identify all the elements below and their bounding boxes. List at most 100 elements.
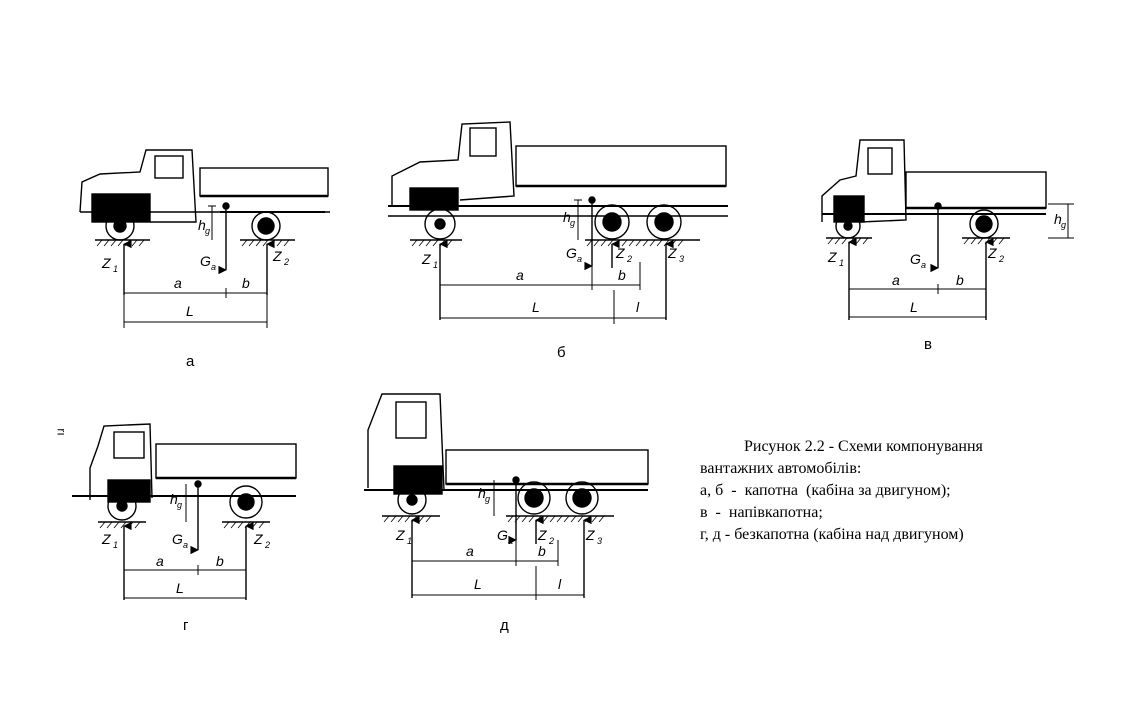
panel-v <box>821 139 1074 320</box>
svg-text:2: 2 <box>998 254 1004 264</box>
truck-g-bed <box>155 443 297 479</box>
svg-text:g: g <box>1061 220 1066 230</box>
wheel-rear-2 <box>565 481 599 515</box>
panel-g-labels: Z 1 G a Z 2 h g a b L г <box>101 491 270 634</box>
L-label: L <box>176 580 184 596</box>
panel-v-letter: в <box>924 336 932 353</box>
caption-line-2: вантажних автомобілів: <box>700 460 862 477</box>
panel-v-labels: Z 1 G a Z 2 h g a b L в <box>827 211 1066 353</box>
z2-label: Z <box>537 527 547 543</box>
wheel-rear-2 <box>646 204 682 240</box>
svg-text:1: 1 <box>407 536 412 546</box>
b-label: b <box>242 275 250 291</box>
panel-d <box>364 393 649 600</box>
L-label: L <box>474 576 482 592</box>
b-label: b <box>956 272 964 288</box>
panel-g-letter: г <box>183 617 189 634</box>
caption-line-4: в - напівкапотна; <box>700 504 823 521</box>
truck-a-bed <box>199 167 329 197</box>
stray-mark: rı <box>54 428 69 436</box>
a-label: a <box>892 272 900 288</box>
g-label: G <box>566 245 577 261</box>
wheel-front <box>105 211 135 241</box>
z1-label: Z <box>827 249 837 265</box>
panel-b <box>388 121 728 324</box>
b-label: b <box>216 553 224 569</box>
truck-v-cab-window <box>867 147 893 175</box>
a-label: a <box>516 267 524 283</box>
z2-label: Z <box>615 245 625 261</box>
svg-text:2: 2 <box>283 257 289 267</box>
h-label: h <box>198 217 206 233</box>
svg-text:a: a <box>211 262 216 272</box>
svg-text:1: 1 <box>433 260 438 270</box>
ground-rear <box>506 515 614 523</box>
g-label: G <box>200 253 211 269</box>
wheel-front <box>107 491 137 521</box>
svg-text:1: 1 <box>113 264 118 274</box>
svg-text:3: 3 <box>679 254 684 264</box>
l-label: l <box>558 576 562 592</box>
ground-front <box>382 515 440 523</box>
wheel-rear <box>251 211 281 241</box>
z1-label: Z <box>395 527 405 543</box>
wheel-front <box>424 208 456 240</box>
svg-text:g: g <box>485 494 490 504</box>
z2-label: Z <box>272 248 282 264</box>
panel-d-letter: д <box>500 617 509 634</box>
wheel-rear <box>229 485 263 519</box>
z3-label: Z <box>585 527 595 543</box>
wheel-front <box>397 485 427 515</box>
svg-text:a: a <box>577 254 582 264</box>
wheel-rear <box>969 209 999 239</box>
svg-text:2: 2 <box>548 536 554 546</box>
truck-b-body <box>391 121 515 206</box>
figure-caption: Рисунок 2.2 - Схеми компонування вантажн… <box>700 436 1120 546</box>
g-label: G <box>497 527 508 543</box>
L-label: L <box>532 299 540 315</box>
z1-label: Z <box>101 531 111 547</box>
truck-a-engine <box>91 193 151 223</box>
h-label: h <box>478 485 486 501</box>
svg-text:g: g <box>205 226 210 236</box>
z2-label: Z <box>987 245 997 261</box>
truck-a-cab-window <box>154 155 184 179</box>
svg-text:2: 2 <box>626 254 632 264</box>
a-label: a <box>466 543 474 559</box>
svg-text:2: 2 <box>264 540 270 550</box>
b-label: b <box>538 543 546 559</box>
svg-text:1: 1 <box>839 258 844 268</box>
svg-text:a: a <box>183 540 188 550</box>
panel-g <box>72 423 297 600</box>
ground-rear <box>585 239 700 247</box>
wheel-rear-1 <box>594 204 630 240</box>
g-label: G <box>172 531 183 547</box>
ground-front <box>98 521 146 529</box>
svg-text:a: a <box>508 536 513 546</box>
svg-text:g: g <box>177 500 182 510</box>
caption-line-5: г, д - безкапотна (кабіна над двигуном) <box>700 526 964 543</box>
caption-line-3: а, б - капотна (кабіна за двигуном); <box>700 482 951 499</box>
L-label: L <box>910 299 918 315</box>
z2-label: Z <box>253 531 263 547</box>
truck-g-cab <box>89 423 153 500</box>
l-label: l <box>636 299 640 315</box>
svg-text:3: 3 <box>597 536 602 546</box>
panel-a <box>79 149 330 328</box>
L-label: L <box>186 303 194 319</box>
b-label: b <box>618 267 626 283</box>
panel-a-labels: Z 1 Z 2 G a h g a b L а <box>101 217 289 370</box>
z3-label: Z <box>667 245 677 261</box>
truck-d-cab-window <box>395 401 427 439</box>
a-label: a <box>174 275 182 291</box>
truck-b-bed <box>515 145 727 187</box>
svg-text:g: g <box>570 218 575 228</box>
z1-label: Z <box>421 251 431 267</box>
g-label: G <box>910 251 921 267</box>
wheel-front <box>835 213 861 239</box>
wheel-rear-1 <box>517 481 551 515</box>
truck-g-engine <box>107 479 151 503</box>
h-label: h <box>170 491 178 507</box>
panel-b-labels: Z 1 G a Z 2 Z 3 h g a b L l б <box>421 209 684 361</box>
